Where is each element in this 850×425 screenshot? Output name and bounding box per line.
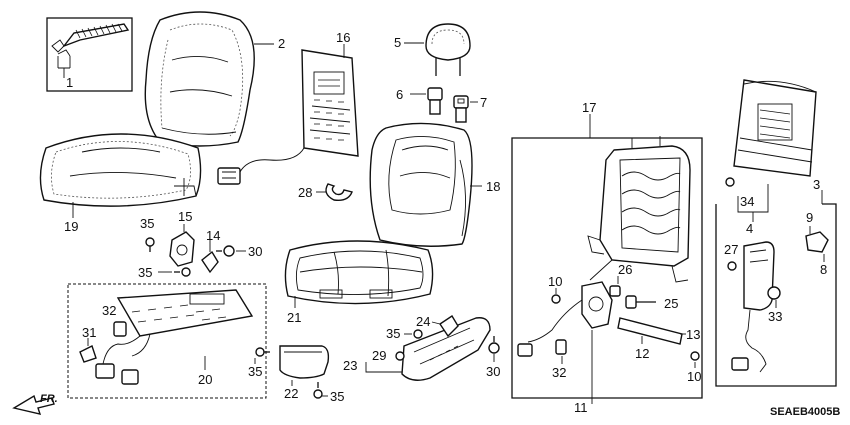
callout-3: 3 [813,177,820,192]
part-26-collar[interactable] [609,285,621,297]
callout-13: 13 [686,327,700,342]
callout-4: 4 [746,221,753,236]
callout-17: 17 [582,100,596,115]
part-35-screw-4[interactable] [313,382,323,399]
callout-2: 2 [278,36,285,51]
part-35-screw-1[interactable] [145,237,155,252]
part-22-trim-cover[interactable] [279,345,330,379]
part-23-side-trim[interactable] [401,317,491,381]
callout-14: 14 [206,228,220,243]
part-8-connector[interactable] [805,231,829,253]
part-21-seat-cushion-pad[interactable] [284,240,434,305]
part-35-screw-3[interactable] [255,347,270,357]
callout-35-1: 35 [140,216,154,231]
callout-18: 18 [486,179,500,194]
callout-29: 29 [372,348,386,363]
part-14-connector-holder[interactable] [201,250,219,274]
part-17-group-box [511,137,703,399]
callout-20: 20 [198,372,212,387]
part-28-clip[interactable] [325,183,353,202]
part-6-headrest-guide-free[interactable] [427,87,443,115]
callout-19: 19 [64,219,78,234]
callout-10-upper: 10 [548,274,562,289]
part-35-screw-5[interactable] [413,329,423,339]
part-16-back-heater-pad[interactable] [217,49,359,185]
part-17-seat-back-frame[interactable] [587,136,691,283]
callout-25: 25 [664,296,678,311]
part-20-group-box [67,283,267,399]
part-10-grommet-lower[interactable] [690,351,700,361]
part-7-headrest-guide-lock[interactable] [453,95,469,123]
callout-35-4: 35 [330,389,344,404]
part-2-seat-back-cover[interactable] [144,11,255,147]
part-5-headrest[interactable] [425,23,471,76]
callout-35-2: 35 [138,265,152,280]
part-30-bolt-upper[interactable] [216,245,235,257]
callout-32-right: 32 [552,365,566,380]
callout-10-lower: 10 [687,369,701,384]
part-15-bracket[interactable] [169,231,195,267]
callout-33: 33 [768,309,782,324]
callout-6: 6 [396,87,403,102]
part-25-bolt[interactable] [625,295,656,309]
part-connector-harness[interactable] [517,343,533,357]
part-18-seat-back-pad[interactable] [369,122,473,247]
callout-9: 9 [806,210,813,225]
callout-31: 31 [82,325,96,340]
part-24-bracket[interactable] [439,315,459,338]
callout-1: 1 [66,75,73,90]
part-32-connector-right[interactable] [555,339,567,355]
callout-32-left: 32 [102,303,116,318]
callout-22: 22 [284,386,298,401]
front-label: FR. [40,393,58,405]
part-29-screw[interactable] [395,351,405,361]
callout-8: 8 [820,262,827,277]
part-34-clip[interactable] [725,177,735,187]
callout-28: 28 [298,185,312,200]
part-1-clip-kit[interactable] [46,17,133,92]
callout-23: 23 [343,358,357,373]
diagram-code: SEAEB4005B [770,406,840,418]
callout-16: 16 [336,30,350,45]
part-12-cable[interactable] [617,317,683,345]
callout-12: 12 [635,346,649,361]
part-3-group-box [715,203,837,387]
part-35-screw-2[interactable] [174,267,191,277]
callout-26: 26 [618,262,632,277]
callout-21: 21 [287,310,301,325]
part-27-nut[interactable] [727,261,737,271]
callout-35-5: 35 [386,326,400,341]
part-10-grommet-upper[interactable] [551,294,561,304]
callout-30-upper: 30 [248,244,262,259]
callout-35-3: 35 [248,364,262,379]
part-20-seat-heater[interactable] [95,289,254,385]
part-32-connector-left[interactable] [113,321,127,337]
callout-5: 5 [394,35,401,50]
part-4-back-panel[interactable] [733,79,817,177]
callout-34: 34 [740,194,754,209]
callout-11: 11 [574,400,588,415]
callout-24: 24 [416,314,430,329]
part-19-seat-cushion-cover[interactable] [39,133,202,207]
part-33-side-airbag[interactable] [731,241,781,373]
part-31-clip[interactable] [79,345,97,363]
callout-15: 15 [178,209,192,224]
callout-30-lower: 30 [486,364,500,379]
callout-7: 7 [480,95,487,110]
front-direction-indicator: FR. [12,393,58,415]
part-30-bolt-lower[interactable] [488,336,500,354]
part-11-recliner-motor[interactable] [527,281,613,343]
callout-27: 27 [724,242,738,257]
